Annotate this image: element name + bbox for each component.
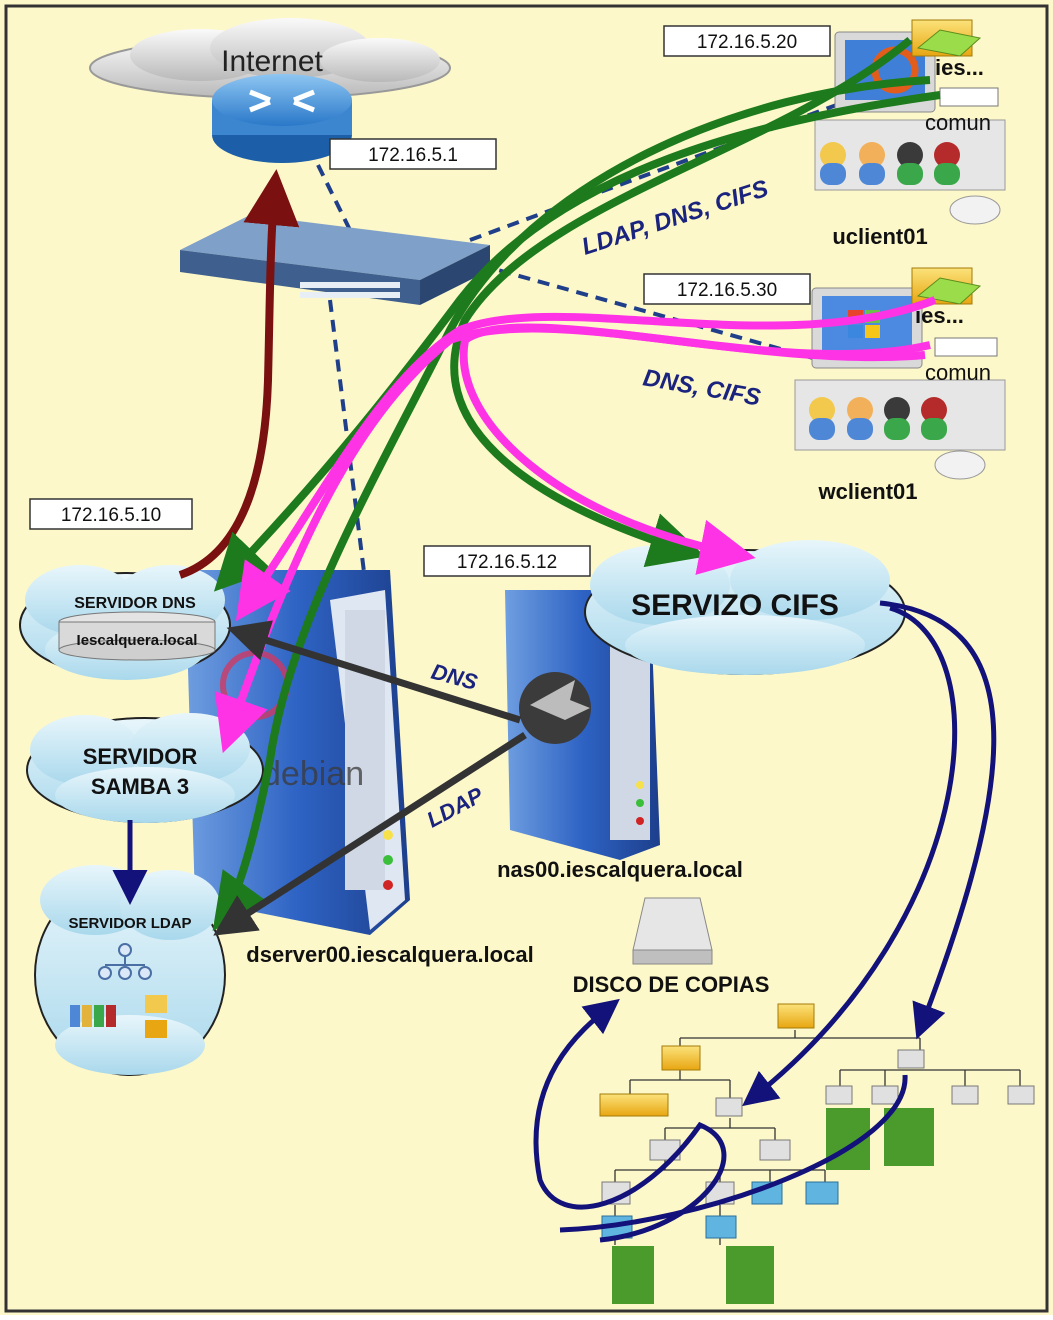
wclient-ip-box (643, 273, 811, 305)
uclient-share-2: comun (925, 110, 991, 135)
wclient-users-icon (809, 397, 947, 440)
wclient-folder-icon (911, 267, 982, 305)
wclient-hostname: wclient01 (817, 479, 917, 504)
uclient-share-1: ies... (935, 55, 984, 80)
dserver-hostname: dserver00.iescalquera.local (246, 942, 533, 967)
cifs-service-label: SERVIZO CIFS (631, 589, 839, 622)
router-ip-box (329, 138, 497, 170)
wclient-share-2: comun (925, 360, 991, 385)
ldap-service-label: SERVIDOR LDAP (68, 915, 191, 932)
dns-service-label: SERVIDOR DNS (74, 595, 196, 612)
samba-service-label-1: SERVIDOR (83, 744, 198, 769)
uclient-folder-icon (911, 19, 982, 57)
ldap-service-cloud: SERVIDOR LDAP (34, 865, 226, 1076)
diagram-frame (4, 4, 1049, 1313)
pink-dns-cifs-arrows (214, 296, 937, 754)
dserver-ip: 172.16.5.10 (61, 505, 161, 526)
internet-cloud: Internet (89, 18, 451, 99)
dns-zone-label: Iescalquera.local (77, 632, 198, 649)
dserver-ip-box (29, 498, 193, 530)
backup-links (112, 600, 997, 1243)
backup-disk-label: DISCO DE COPIAS (573, 972, 770, 997)
samba-service-cloud: SERVIDOR SAMBA 3 (26, 713, 264, 823)
uclient-users-icon (820, 142, 960, 185)
cable-router-switch (316, 164, 352, 231)
switch-icon (180, 215, 490, 305)
mouse-icon (934, 450, 986, 480)
nas-hostname: nas00.iescalquera.local (497, 857, 743, 882)
cifs-service-cloud: SERVIZO CIFS (584, 540, 906, 675)
router-ip: 172.16.5.1 (368, 145, 458, 166)
uclient-ip-box (663, 25, 831, 57)
dns-service-cloud: SERVIDOR DNS Iescalquera.local (19, 565, 231, 680)
uclient-hostname: uclient01 (832, 224, 927, 249)
nas-links (213, 620, 527, 936)
ldap-tree-icon (98, 943, 152, 980)
backup-folder-icons (599, 1003, 1035, 1304)
samba-service-label-2: SAMBA 3 (91, 774, 189, 799)
green-ldap-dns-cifs-arrows (212, 36, 941, 931)
debian-watermark: debian (262, 755, 364, 793)
cable-switch-uclient (469, 98, 851, 242)
uclient-ip: 172.16.5.20 (697, 32, 797, 53)
router-icon (212, 74, 352, 163)
mouse-icon (949, 195, 1001, 225)
nas-ip: 172.16.5.12 (457, 552, 557, 573)
ldap-users-icon (70, 995, 167, 1038)
nas-ip-box (423, 545, 591, 577)
internet-label: Internet (221, 45, 323, 78)
backup-disk-icon (632, 897, 713, 965)
wclient-ip: 172.16.5.30 (677, 280, 777, 301)
